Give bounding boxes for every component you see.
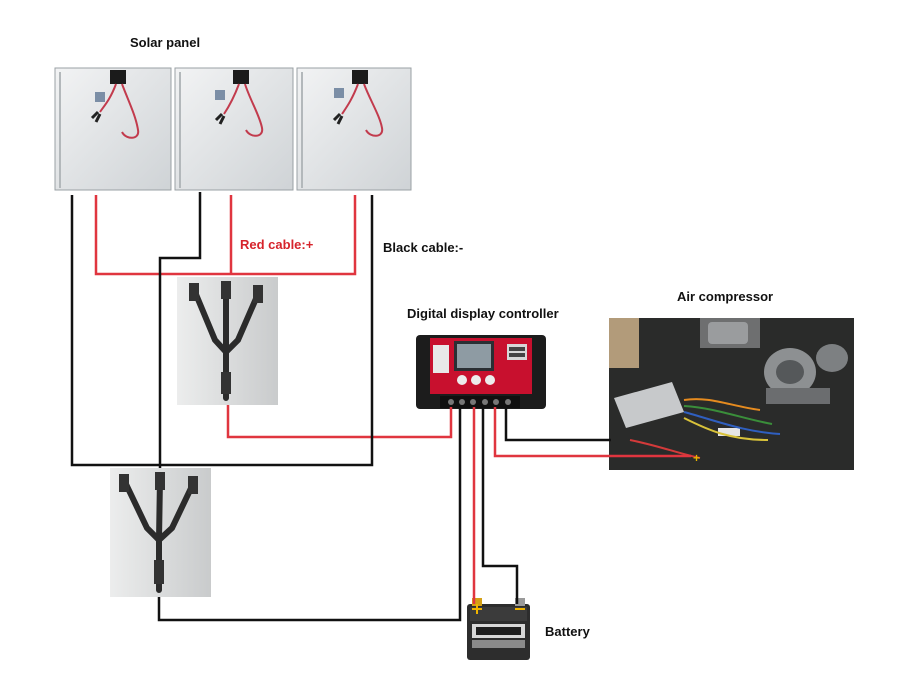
red-wires xyxy=(94,195,691,604)
black-wire-panel-2 xyxy=(158,192,202,468)
solar-panel-3 xyxy=(296,67,412,191)
black-wire-controller-to-battery xyxy=(481,407,519,604)
y-branch-connector-black xyxy=(110,468,211,597)
red-wire-y-to-controller xyxy=(226,405,453,439)
black-wires xyxy=(70,192,611,622)
svg-text:+: + xyxy=(693,451,700,465)
black-cable-label: Black cable:- xyxy=(383,240,464,255)
controller-label: Digital display controller xyxy=(407,306,559,321)
air-compressor-label: Air compressor xyxy=(677,289,774,304)
charge-controller xyxy=(416,335,546,409)
black-wire-controller-to-compressor xyxy=(504,407,611,442)
black-wire-panel-bus xyxy=(70,195,374,467)
black-wire-y-to-controller xyxy=(157,407,462,622)
solar-panel-1 xyxy=(54,67,172,191)
y-branch-connector-red xyxy=(177,277,278,405)
battery-icon xyxy=(467,598,530,660)
air-compressor-photo: + xyxy=(609,318,854,470)
red-cable-label: Red cable:+ xyxy=(240,237,314,252)
red-wire-panel-bus xyxy=(94,195,357,276)
solar-panel-2 xyxy=(174,67,294,191)
red-wire-controller-to-compressor xyxy=(493,407,691,458)
solar-panel-label: Solar panel xyxy=(130,35,201,50)
battery-label: Battery xyxy=(545,624,590,639)
